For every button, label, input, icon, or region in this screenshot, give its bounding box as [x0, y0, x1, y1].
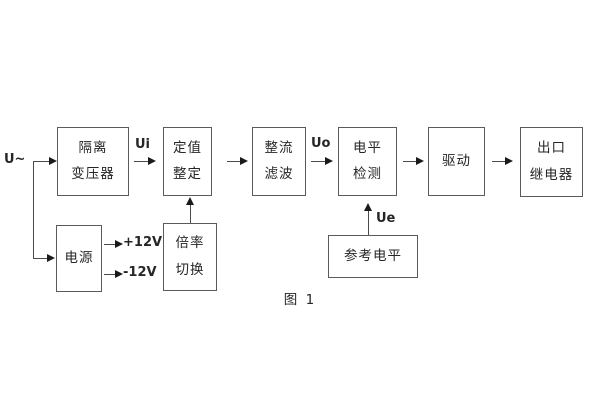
connector-ratio-to-setting-arrowhead — [186, 197, 194, 205]
connector-input-to-power-arrowhead — [47, 254, 55, 262]
block-ratio-switch: 倍率 切换 — [163, 223, 217, 291]
signal-label-ui: Ui — [135, 137, 151, 152]
block-label: 定值 — [173, 139, 202, 156]
connector-uo-line — [311, 161, 326, 162]
block-label: 滤波 — [264, 166, 294, 182]
block-label: 切换 — [175, 261, 205, 278]
block-value-setting: 定值 整定 — [163, 127, 212, 196]
signal-label-input: U~ — [4, 152, 26, 167]
connector-detect-to-drive-arrowhead — [416, 157, 424, 165]
block-label: 整流 — [264, 139, 294, 156]
signal-label-minus12v: -12V — [123, 265, 157, 280]
connector-input-to-transformer-arrowhead — [49, 157, 57, 165]
connector-power-minus12v-line — [104, 274, 116, 275]
block-label: 倍率 — [175, 235, 205, 251]
block-label: 变压器 — [71, 166, 115, 182]
connector-drive-to-relay-line — [492, 161, 506, 162]
block-power-supply: 电源 — [56, 225, 102, 292]
connector-ui-arrowhead — [148, 157, 156, 165]
block-output-relay: 出口 继电器 — [520, 127, 583, 197]
connector-reference-ue-arrowhead — [364, 203, 372, 211]
connector-input-to-transformer-line — [33, 161, 49, 162]
figure-caption: 图 1 — [283, 292, 317, 308]
block-reference-level: 参考电平 — [328, 235, 418, 278]
connector-power-plus12v-arrowhead — [115, 240, 123, 248]
connector-setting-to-rectifier-line — [227, 161, 241, 162]
signal-label-ue: Ue — [376, 211, 396, 226]
connector-power-minus12v-arrowhead — [115, 270, 123, 278]
block-rectifier-filter: 整流 滤波 — [252, 127, 306, 196]
connector-input-to-power-line — [33, 258, 47, 259]
connector-reference-ue-line — [368, 211, 369, 235]
signal-label-plus12v: +12V — [123, 235, 163, 250]
block-label: 参考电平 — [344, 247, 402, 264]
block-label: 驱动 — [442, 152, 471, 169]
block-label: 电源 — [64, 249, 94, 266]
connector-drive-to-relay-arrowhead — [505, 157, 513, 165]
block-level-detect: 电平 检测 — [338, 127, 397, 196]
block-label: 隔离 — [78, 139, 108, 156]
connector-input-branch-line — [33, 161, 34, 258]
connector-power-plus12v-line — [104, 244, 116, 245]
connector-setting-to-rectifier-arrowhead — [240, 157, 248, 165]
connector-detect-to-drive-line — [403, 161, 417, 162]
connector-uo-arrowhead — [325, 157, 333, 165]
connector-ratio-to-setting-line — [190, 205, 191, 223]
block-label: 检测 — [353, 166, 382, 182]
block-drive: 驱动 — [428, 127, 485, 196]
connector-ui-line — [134, 161, 149, 162]
block-label: 整定 — [173, 166, 202, 182]
block-label: 电平 — [353, 139, 382, 156]
block-label: 继电器 — [529, 166, 574, 183]
signal-label-uo: Uo — [311, 136, 331, 151]
block-label: 出口 — [537, 140, 566, 156]
block-isolation-transformer: 隔离 变压器 — [57, 127, 129, 196]
